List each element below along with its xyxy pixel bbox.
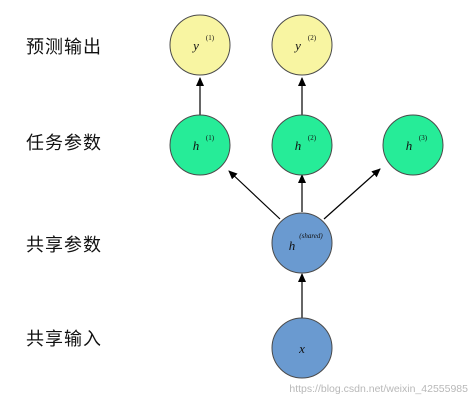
node-y2-sup: (2): [308, 34, 317, 42]
node-y1-base: y: [191, 38, 199, 53]
node-y1-sup: (1): [206, 34, 215, 42]
node-hshared-sup: (shared): [299, 232, 323, 240]
node-hshared-base: h: [289, 238, 296, 253]
row-label-shared-params: 共享参数: [26, 235, 102, 256]
node-x-base: x: [298, 341, 305, 356]
node-y1: y (1): [169, 14, 231, 76]
node-h2-sup: (2): [308, 134, 317, 142]
node-x: x: [271, 317, 333, 379]
node-h2-base: h: [295, 138, 302, 153]
node-h3-base: h: [406, 138, 413, 153]
node-h1-base: h: [193, 138, 200, 153]
row-label-shared-input: 共享输入: [26, 329, 102, 350]
arrow-hshared-to-h3: [323, 168, 381, 220]
node-hshared: h (shared): [271, 212, 333, 274]
node-h3-sup: (3): [419, 134, 428, 142]
node-h1-sup: (1): [206, 134, 215, 142]
node-h3: h (3): [382, 114, 444, 176]
node-y2: y (2): [271, 14, 333, 76]
row-label-predict-output: 预测输出: [26, 37, 102, 58]
node-h1: h (1): [169, 114, 231, 176]
watermark: https://blog.csdn.net/weixin_42555985: [289, 383, 468, 395]
node-h2: h (2): [271, 114, 333, 176]
row-label-task-params: 任务参数: [26, 133, 102, 154]
arrow-hshared-to-h1: [228, 170, 281, 220]
node-y2-base: y: [293, 38, 301, 53]
